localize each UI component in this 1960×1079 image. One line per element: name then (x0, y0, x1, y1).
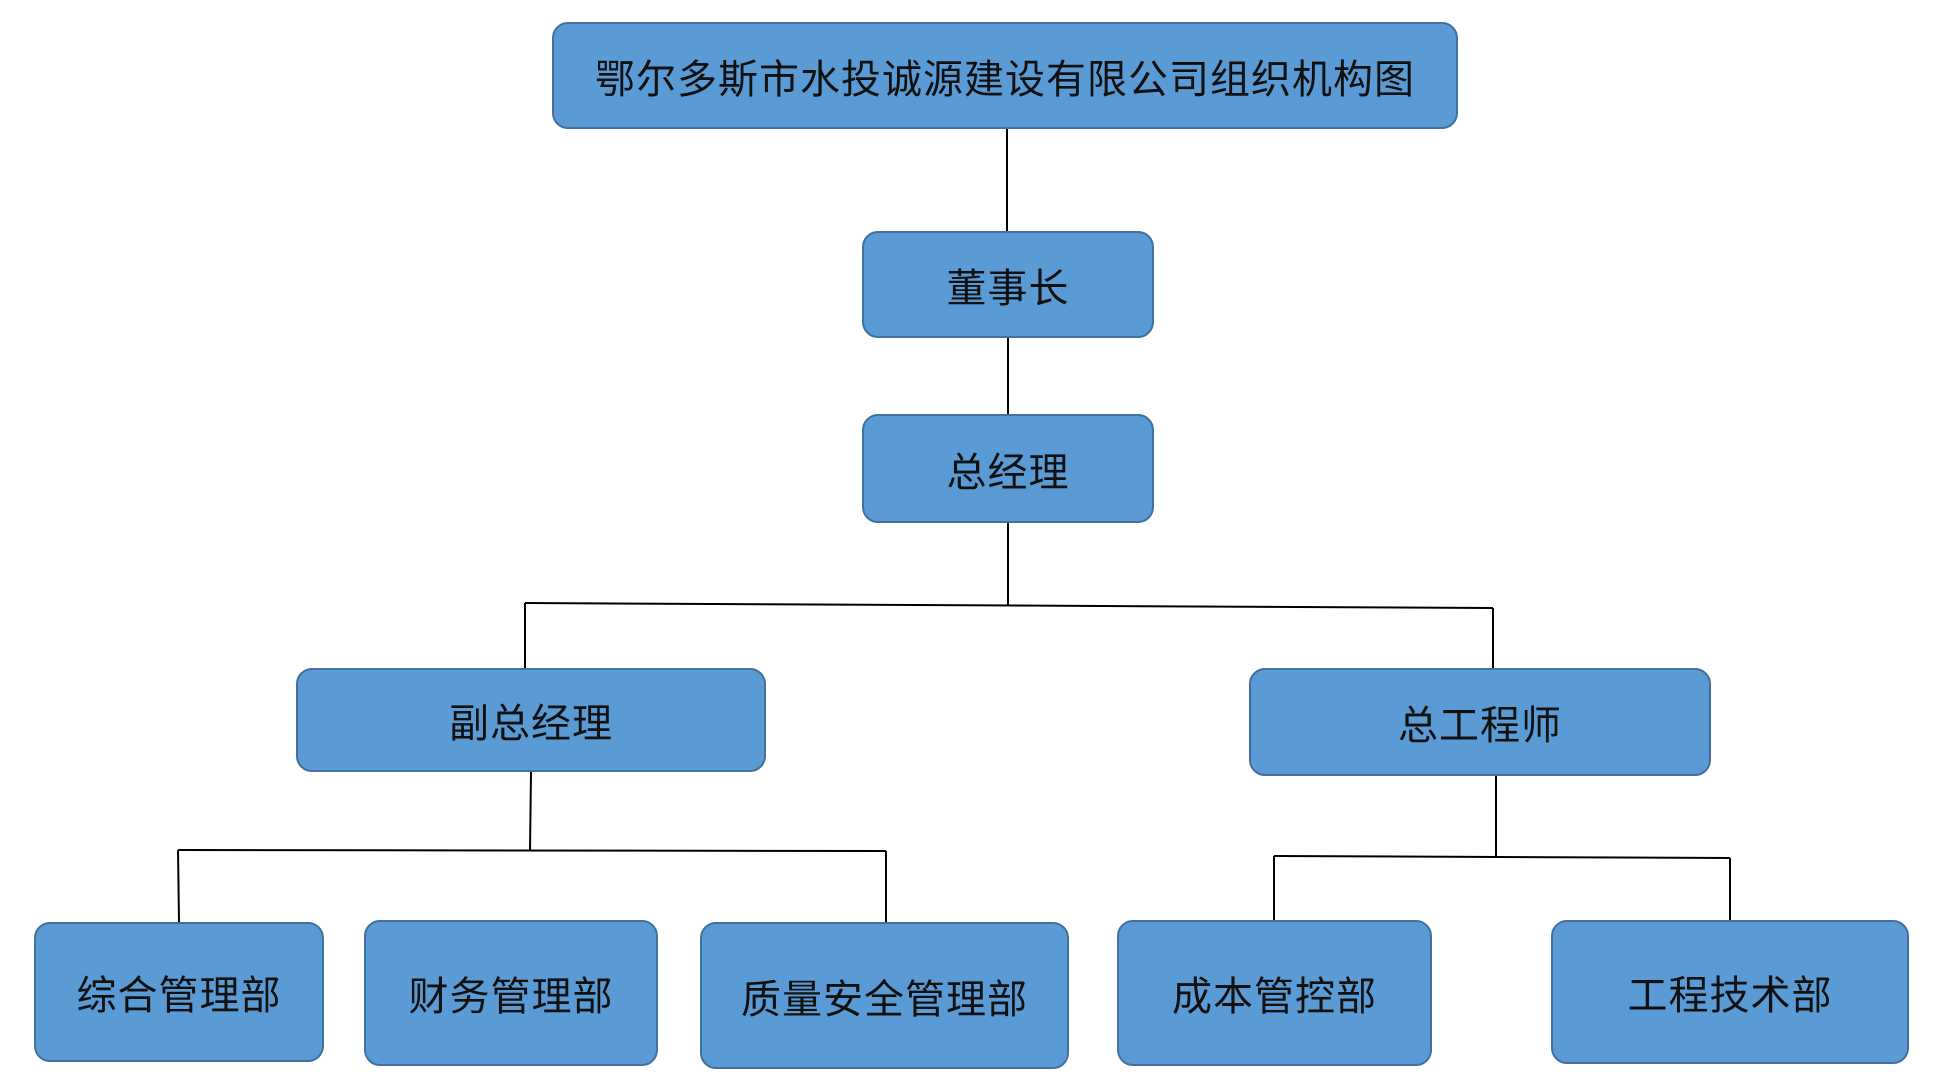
department-label: 成本管控部 (1172, 974, 1377, 1020)
org-chart-title-box: 鄂尔多斯市水投诚源建设有限公司组织机构图 (552, 22, 1458, 129)
node-quality-safety-dept: 质量安全管理部 (700, 922, 1069, 1069)
node-chief-engineer: 总工程师 (1249, 668, 1711, 776)
node-deputy-general-manager: 副总经理 (296, 668, 766, 772)
department-label: 综合管理部 (76, 973, 282, 1019)
node-deputy-general-manager-label: 副总经理 (449, 701, 613, 747)
node-cost-control-dept: 成本管控部 (1117, 920, 1432, 1066)
node-general-manager: 总经理 (862, 414, 1154, 523)
node-finance-dept: 财务管理部 (364, 920, 658, 1066)
node-chairman-label: 董事长 (946, 265, 1070, 312)
node-general-manager-label: 总经理 (946, 449, 1070, 496)
node-engineering-tech-dept: 工程技术部 (1551, 920, 1909, 1064)
department-label: 财务管理部 (408, 974, 614, 1020)
connector-to-d1 (177, 849, 180, 923)
node-chief-engineer-label: 总工程师 (1398, 703, 1562, 749)
node-chairman: 董事长 (862, 231, 1154, 338)
connector-level2-bar (524, 602, 1494, 609)
org-chart-title: 鄂尔多斯市水投诚源建设有限公司组织机构图 (595, 56, 1415, 103)
connector-ce-bar (1273, 855, 1731, 859)
department-label: 质量安全管理部 (741, 976, 1028, 1023)
node-general-management-dept: 综合管理部 (34, 922, 324, 1062)
connector-dgm-down (529, 771, 532, 851)
department-label: 工程技术部 (1627, 973, 1833, 1019)
connector-dgm-bar (177, 849, 887, 852)
